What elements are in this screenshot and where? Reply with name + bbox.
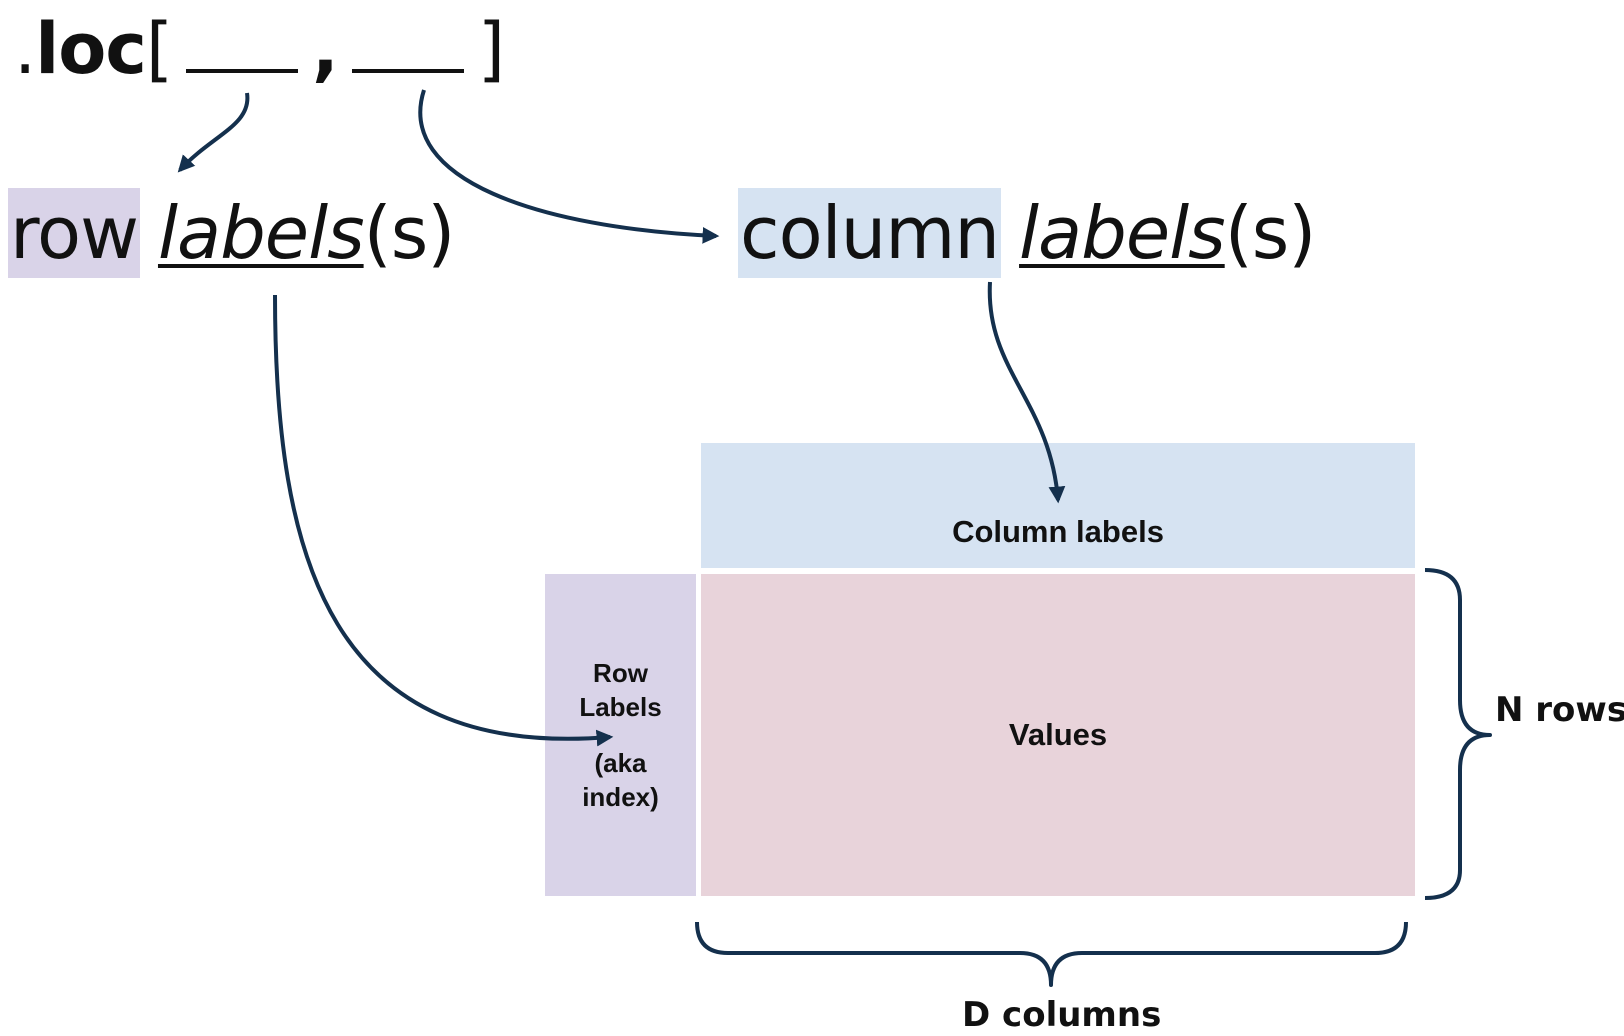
- columns-count-label: D columns: [962, 995, 1162, 1035]
- row-labels-suffix: (s): [363, 191, 456, 275]
- arrow-row-labels-to-row-box: [273, 294, 614, 747]
- row-argument-blank: [186, 69, 299, 73]
- row-labels-word: labels: [157, 191, 365, 275]
- loc-open-bracket: [: [145, 8, 173, 90]
- arrow-column-labels-to-column-box: [987, 281, 1066, 504]
- loc-keyword: loc: [35, 8, 147, 90]
- loc-dot: .: [14, 8, 36, 90]
- row-labels-text-line1: Row: [593, 658, 648, 688]
- rows-count-label: N rows: [1495, 690, 1624, 730]
- row-labels-text-line4: index): [582, 782, 659, 812]
- values-text: Values: [1008, 717, 1108, 752]
- row-labels-text-line2: Labels: [579, 692, 662, 722]
- loc-close-bracket: ]: [477, 8, 505, 90]
- values-box: Values: [701, 574, 1415, 896]
- column-labels-text: Column labels: [952, 514, 1164, 549]
- row-highlight: row: [8, 188, 140, 278]
- rows-brace: [1424, 568, 1492, 900]
- row-labels-text-line3: (aka: [594, 748, 647, 778]
- loc-comma: ,: [312, 8, 339, 90]
- columns-brace: [695, 921, 1408, 987]
- column-labels-box: Column labels: [701, 443, 1415, 568]
- loc-expression: .loc[,]: [14, 4, 505, 94]
- column-labels-suffix: (s): [1224, 191, 1317, 275]
- arrow-column-blank-to-column-labels: [418, 89, 720, 244]
- arrow-row-blank-to-row-labels: [177, 92, 250, 173]
- column-labels-word: labels: [1019, 191, 1226, 275]
- column-highlight: column: [738, 188, 1002, 278]
- row-labels-box: Row Labels (aka index): [545, 574, 696, 896]
- column-argument-blank: [351, 69, 464, 73]
